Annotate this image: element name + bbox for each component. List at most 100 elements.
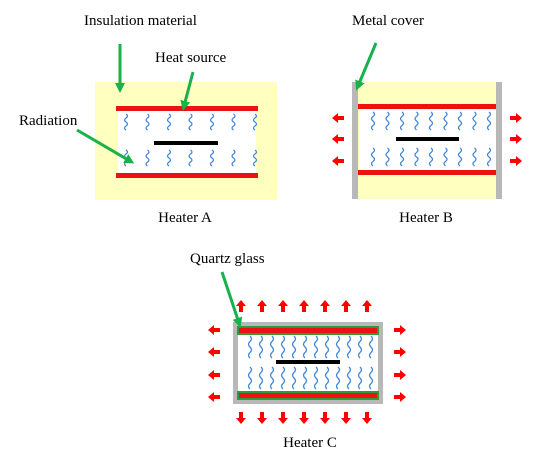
label-quartz-glass: Quartz glass — [190, 251, 265, 267]
heater-bar-bottom — [358, 170, 496, 175]
heat-flow-arrows-top — [236, 300, 372, 312]
heat-flow-arrow-icon — [510, 113, 522, 123]
radiation-wave-icon — [247, 366, 253, 390]
heat-flow-arrow-icon — [278, 412, 288, 424]
radiation-wave-icon — [166, 149, 172, 167]
heat-flow-arrow-icon — [510, 156, 522, 166]
metal-cover-pointer-arrow — [355, 42, 378, 91]
heater-c — [208, 300, 406, 424]
heater-bar-top — [358, 104, 496, 109]
radiation-wave-icon — [188, 149, 193, 167]
radiation-waves — [370, 111, 492, 167]
radiation-wave-icon — [280, 335, 286, 359]
heat-flow-arrow-icon — [320, 412, 330, 424]
radiation-wave-icon — [252, 113, 258, 131]
heat-flow-arrow-icon — [208, 347, 220, 357]
radiation-wave-icon — [335, 335, 341, 359]
label-radiation: Radiation — [19, 113, 78, 129]
label-heat-source: Heat source — [155, 50, 227, 66]
heat-flow-arrow-icon — [257, 412, 267, 424]
radiation-wave-icon — [231, 149, 236, 167]
radiation-wave-icon — [370, 147, 376, 167]
heat-flow-arrow-icon — [236, 300, 246, 312]
heat-flow-arrow-icon — [341, 300, 351, 312]
radiation-wave-icon — [247, 335, 253, 359]
radiation-wave-icon — [313, 366, 319, 390]
radiation-wave-icon — [346, 366, 352, 390]
quartz-glass-pointer-arrow — [220, 271, 243, 328]
radiation-wave-icon — [385, 147, 390, 167]
radiation-wave-icon — [414, 147, 419, 167]
radiation-wave-icon — [370, 111, 376, 131]
heat-flow-arrow-icon — [332, 156, 344, 166]
radiation-wave-icon — [258, 335, 264, 359]
workpiece — [276, 360, 340, 364]
radiation-waves — [123, 113, 258, 167]
heat-flow-arrow-icon — [394, 325, 406, 335]
heat-flow-arrow-icon — [341, 412, 351, 424]
radiation-wave-icon — [472, 147, 477, 167]
radiation-wave-icon — [258, 366, 264, 390]
heat-flow-arrow-icon — [362, 412, 372, 424]
label-metal-cover: Metal cover — [352, 13, 424, 29]
heat-flow-arrow-icon — [510, 134, 522, 144]
radiation-wave-icon — [231, 113, 236, 131]
caption-heater-a: Heater A — [158, 210, 212, 226]
heat-flow-arrow-icon — [208, 370, 220, 380]
radiation-wave-icon — [209, 149, 215, 167]
radiation-wave-icon — [291, 335, 297, 359]
heat-flow-arrow-icon — [299, 300, 309, 312]
radiation-wave-icon — [335, 366, 341, 390]
metal-cover-right — [496, 82, 502, 199]
radiation-wave-icon — [209, 113, 215, 131]
radiation-wave-icon — [486, 147, 492, 167]
heat-flow-arrow-icon — [394, 347, 406, 357]
radiation-wave-icon — [280, 366, 286, 390]
radiation-wave-icon — [291, 366, 297, 390]
radiation-wave-icon — [324, 366, 330, 390]
radiation-wave-icon — [166, 113, 172, 131]
radiation-pointer-arrow — [76, 128, 135, 164]
radiation-wave-icon — [399, 111, 405, 131]
radiation-wave-icon — [302, 335, 308, 359]
radiation-waves — [247, 335, 374, 390]
radiation-wave-icon — [302, 366, 308, 390]
radiation-wave-icon — [123, 113, 129, 131]
radiation-wave-icon — [269, 335, 275, 359]
label-insulation-material: Insulation material — [84, 13, 197, 29]
heater-bar-top — [116, 106, 258, 111]
radiation-wave-icon — [428, 111, 434, 131]
heat-flow-arrow-icon — [362, 300, 372, 312]
radiation-wave-icon — [457, 147, 463, 167]
heat-flow-arrow-icon — [394, 370, 406, 380]
radiation-wave-icon — [414, 111, 419, 131]
radiation-wave-icon — [368, 366, 374, 390]
heat-flow-arrow-icon — [257, 300, 267, 312]
heat-flow-arrow-icon — [320, 300, 330, 312]
heat-flow-arrow-icon — [236, 412, 246, 424]
radiation-wave-icon — [346, 335, 352, 359]
workpiece — [154, 141, 218, 145]
radiation-wave-icon — [357, 335, 363, 359]
heater-bar-bottom — [116, 173, 258, 178]
heater-bar-top — [237, 326, 379, 335]
radiation-wave-icon — [486, 111, 492, 131]
radiation-wave-icon — [443, 147, 448, 167]
radiation-wave-icon — [145, 113, 150, 131]
heat-flow-arrows-bottom — [236, 412, 372, 424]
radiation-wave-icon — [324, 335, 330, 359]
radiation-wave-icon — [385, 111, 390, 131]
heat-flow-arrow-icon — [299, 412, 309, 424]
heat-flow-arrow-icon — [208, 325, 220, 335]
heater-bar-bottom — [237, 391, 379, 400]
heat-flow-arrow-icon — [332, 113, 344, 123]
heat-flow-arrows — [332, 113, 522, 166]
radiation-wave-icon — [428, 147, 434, 167]
radiation-wave-icon — [269, 366, 275, 390]
radiation-wave-icon — [188, 113, 193, 131]
workpiece — [396, 137, 459, 141]
metal-cover-left — [352, 82, 358, 199]
radiation-wave-icon — [368, 335, 374, 359]
radiation-wave-icon — [457, 111, 463, 131]
radiation-wave-icon — [443, 111, 448, 131]
